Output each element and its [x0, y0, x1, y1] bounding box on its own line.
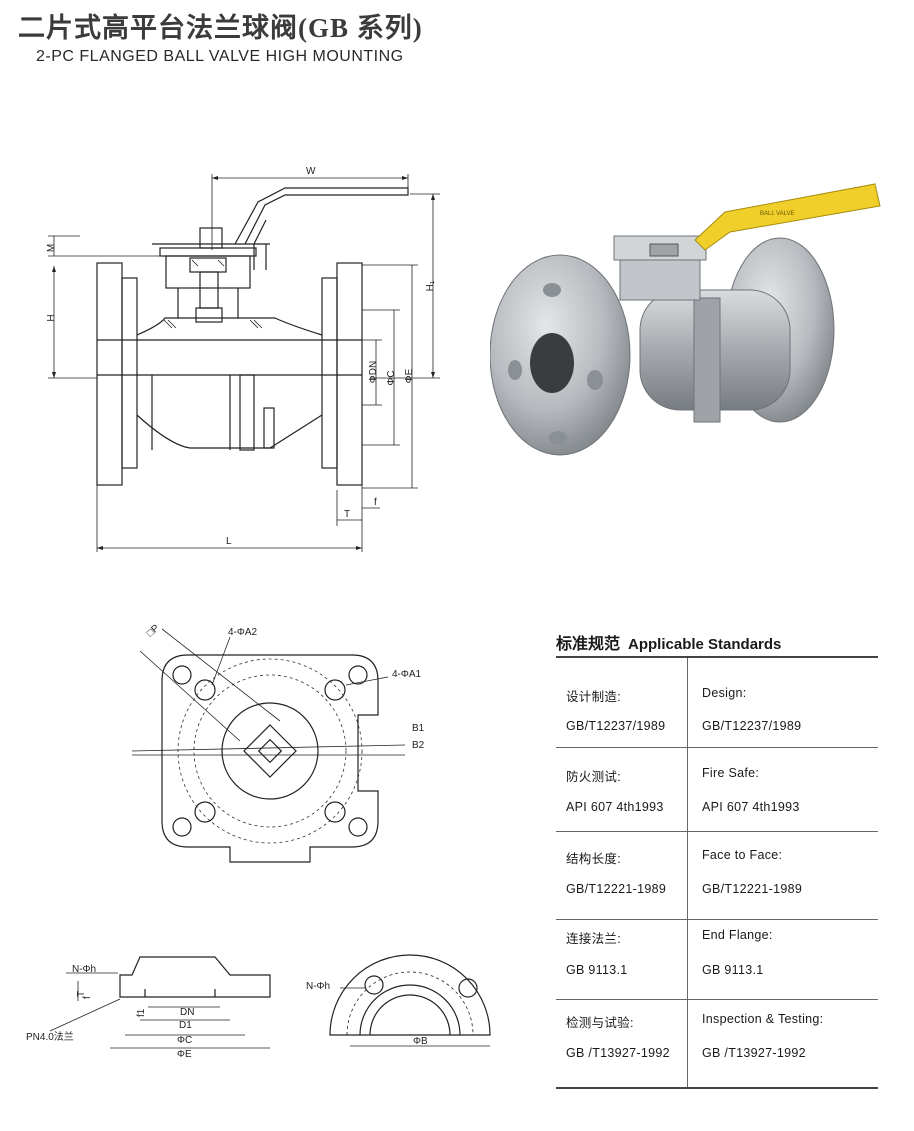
face-to-face-value-cn: GB/T12221-1989	[566, 882, 667, 896]
end-flange-value-cn: GB 9113.1	[566, 963, 628, 977]
section-t-label: T	[76, 991, 87, 997]
section-f1-label: f1	[136, 1008, 147, 1017]
design-label-en: Design:	[702, 686, 747, 700]
inspection-value-cn: GB /T13927-1992	[566, 1046, 670, 1060]
inspection-label-cn: 检测与试验:	[566, 1016, 634, 1030]
table-row: 设计制造: GB/T12237/1989 Design: GB/T12237/1…	[556, 658, 878, 748]
dim-m-label: M	[46, 244, 57, 252]
standards-table: 设计制造: GB/T12237/1989 Design: GB/T12237/1…	[556, 656, 878, 1089]
design-value-en: GB/T12237/1989	[702, 719, 802, 733]
section-dn-label: DN	[180, 1007, 194, 1018]
face-to-face-label-cn: 结构长度:	[566, 852, 621, 866]
fire-safe-value-cn: API 607 4th1993	[566, 800, 664, 814]
dim-c-label: ΦC	[386, 370, 397, 385]
section-f-label: f	[82, 996, 93, 999]
half-flange-nh-label: N-Φh	[306, 981, 330, 992]
inspection-label-en: Inspection & Testing:	[702, 1012, 824, 1026]
dim-h-label: H	[46, 314, 57, 321]
inspection-value-en: GB /T13927-1992	[702, 1046, 806, 1060]
fire-safe-label-cn: 防火测试:	[566, 770, 621, 784]
dim-e-label: ΦE	[404, 368, 415, 383]
standards-heading: 标准规范 Applicable Standards	[556, 630, 781, 654]
section-d1-label: D1	[179, 1020, 192, 1031]
end-flange-label-cn: 连接法兰:	[566, 932, 621, 946]
top-view-drawing: □P 4-ΦA2 4-ΦA1 B1 B2	[131, 622, 425, 863]
table-row: 连接法兰: GB 9113.1 End Flange: GB 9113.1	[556, 920, 878, 1000]
end-flange-value-en: GB 9113.1	[702, 963, 764, 977]
face-to-face-value-en: GB/T12221-1989	[702, 882, 803, 896]
dim-dn-label: ΦDN	[368, 361, 379, 383]
dim-b1-label: B1	[412, 723, 425, 734]
standards-heading-cn: 标准规范	[556, 636, 621, 653]
face-to-face-label-en: Face to Face:	[702, 848, 783, 862]
end-flange-label-en: End Flange:	[702, 928, 773, 942]
dim-b-label: ΦB	[413, 1036, 428, 1047]
flange-section-drawing: N-Φh PN4.0法兰 DN D1 ΦC ΦE f1 T f	[26, 956, 271, 1060]
dim-t-label: T	[344, 509, 350, 520]
dim-w-label: W	[306, 166, 316, 177]
side-view-drawing: W M H H₁ ΦDN ΦC ΦE f T L	[46, 166, 440, 552]
dim-b2-label: B2	[412, 740, 425, 751]
dim-a2-label: 4-ΦA2	[228, 627, 258, 638]
title-english: 2-PC FLANGED BALL VALVE HIGH MOUNTING	[36, 48, 404, 65]
design-label-cn: 设计制造:	[566, 690, 621, 704]
dim-l-label: L	[226, 536, 232, 547]
dim-f-label: f	[374, 497, 377, 508]
standards-heading-en: Applicable Standards	[628, 636, 782, 653]
dim-p-label: □P	[145, 622, 162, 639]
dim-a1-label: 4-ΦA1	[392, 669, 422, 680]
valve-product-illustration: BALL VALVE	[490, 183, 881, 456]
title-chinese: 二片式高平台法兰球阀(GB 系列)	[18, 13, 423, 43]
section-c-label: ΦC	[177, 1035, 192, 1046]
half-flange-drawing: N-Φh ΦB	[306, 954, 491, 1047]
section-nh-label: N-Φh	[72, 964, 96, 975]
table-row: 防火测试: API 607 4th1993 Fire Safe: API 607…	[556, 748, 878, 832]
handle-marking: BALL VALVE	[760, 211, 795, 217]
dim-h1-label: H₁	[425, 280, 436, 291]
section-e-label: ΦE	[177, 1049, 192, 1060]
fire-safe-value-en: API 607 4th1993	[702, 800, 800, 814]
design-value-cn: GB/T12237/1989	[566, 719, 666, 733]
table-row: 结构长度: GB/T12221-1989 Face to Face: GB/T1…	[556, 832, 878, 920]
fire-safe-label-en: Fire Safe:	[702, 766, 760, 780]
section-pn-label: PN4.0法兰	[26, 1030, 74, 1043]
table-row: 检测与试验: GB /T13927-1992 Inspection & Test…	[556, 1000, 878, 1087]
